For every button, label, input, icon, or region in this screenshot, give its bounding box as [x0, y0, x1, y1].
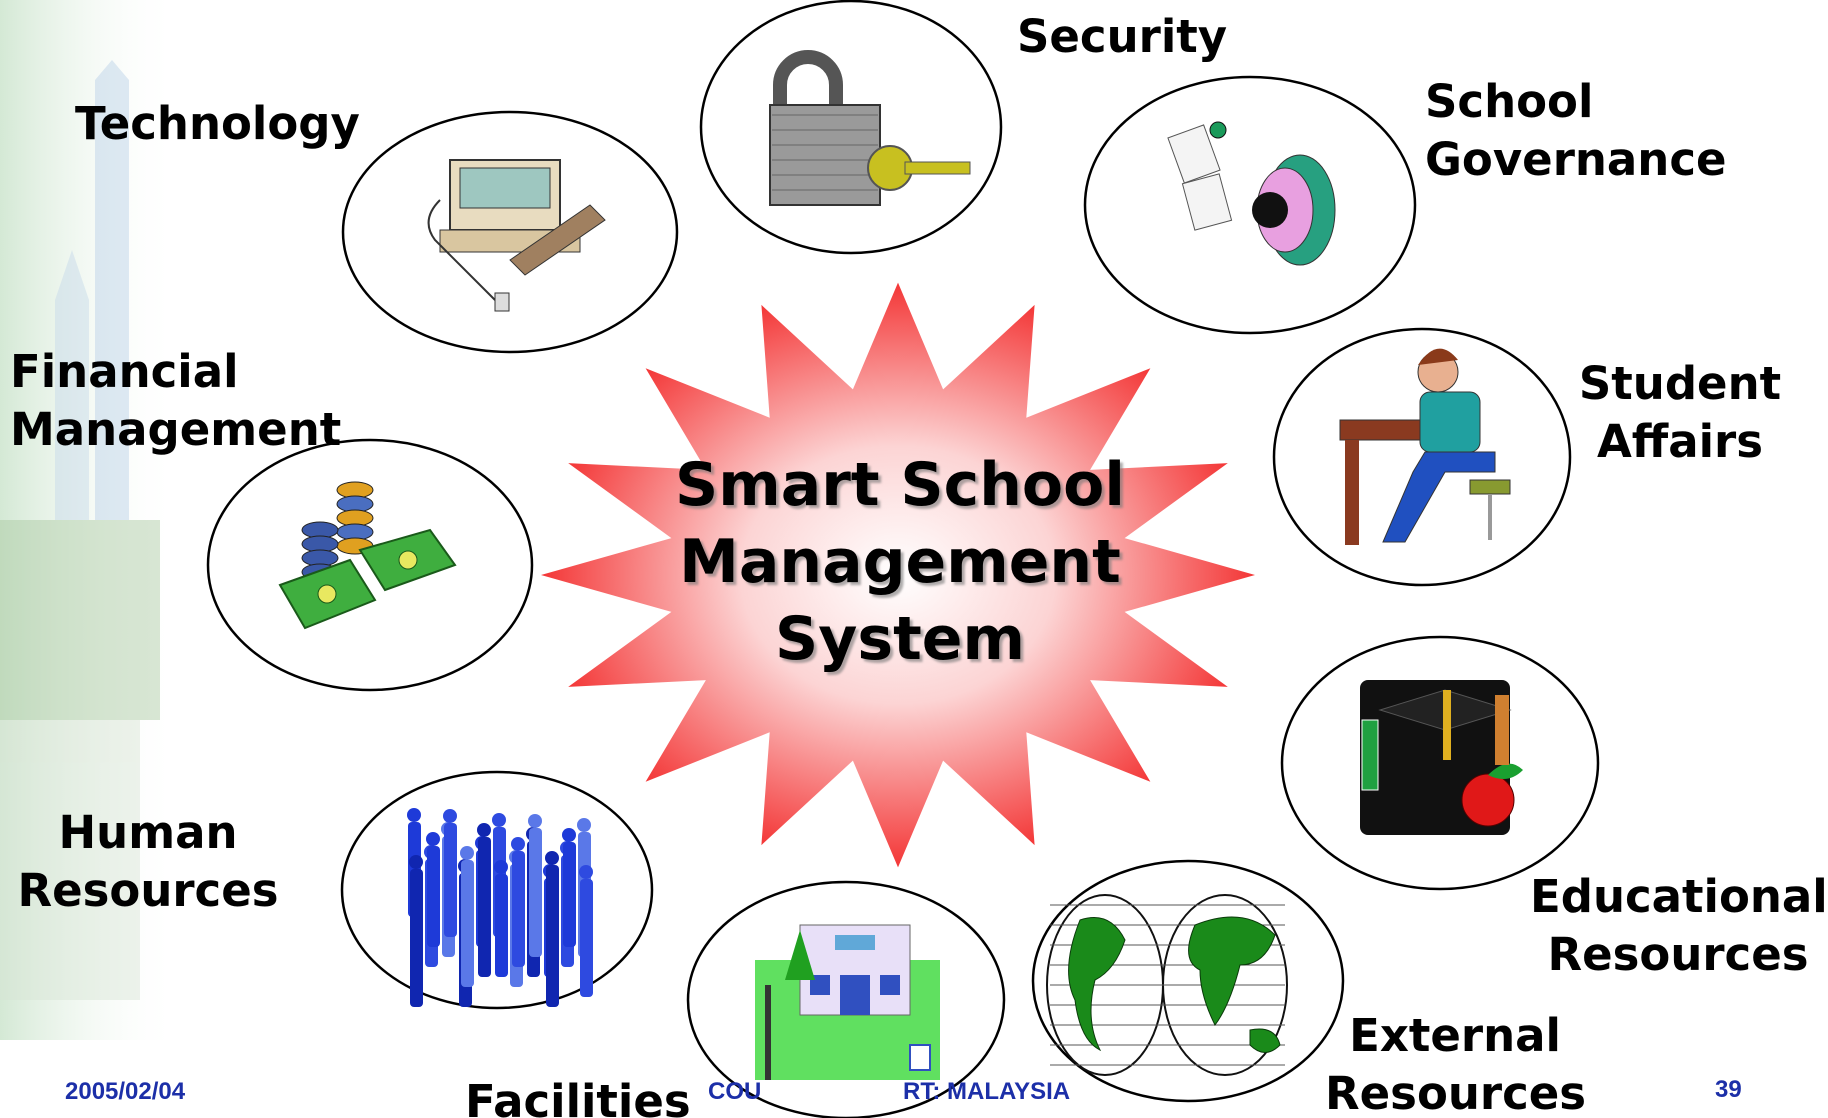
label-technology-text: Technology	[75, 97, 360, 150]
padlock-key-icon	[769, 50, 971, 206]
person-at-desk-topview-icon	[1167, 121, 1336, 266]
label-student-affairs-line-2: Affairs	[1596, 415, 1764, 468]
label-facilities-text: Facilities	[465, 1075, 691, 1118]
center-title-line-3: System	[775, 604, 1025, 674]
label-human-resources: Human Resources	[10, 804, 286, 920]
label-school-governance-line-1: School	[1425, 75, 1594, 128]
label-student-affairs: Student Affairs	[1570, 355, 1790, 471]
label-external-resources-line-2: Resources	[1325, 1067, 1587, 1118]
label-financial-management-line-1: Financial	[10, 345, 239, 398]
label-human-resources-line-2: Resources	[17, 864, 279, 917]
label-external-resources: External Resources	[1325, 1007, 1587, 1118]
label-facilities: Facilities	[465, 1073, 691, 1118]
graduation-cap-apple-icon	[1360, 680, 1523, 835]
footer-page-number: 39	[1715, 1076, 1742, 1103]
center-title-line-2: Management	[679, 527, 1121, 597]
footer-country-end: RT: MALAYSIA	[903, 1078, 1071, 1105]
label-financial-management: Financial Management	[10, 343, 341, 459]
label-financial-management-line-2: Management	[10, 403, 342, 456]
label-technology: Technology	[75, 95, 360, 153]
tower-silhouette	[0, 60, 160, 1000]
center-title-line-1: Smart School	[675, 450, 1125, 520]
label-student-affairs-line-1: Student	[1578, 357, 1782, 410]
center-title: Smart School Management System	[600, 447, 1200, 678]
label-human-resources-line-1: Human	[58, 806, 238, 859]
school-building-icon	[755, 924, 940, 1080]
world-map-icon	[1046, 894, 1288, 1076]
footer-date: 2005/02/04	[65, 1078, 186, 1105]
label-school-governance: School Governance	[1425, 73, 1727, 189]
label-educational-resources-line-1: Educational	[1530, 870, 1828, 923]
background-tint	[0, 0, 180, 1040]
money-coins-icon	[278, 481, 457, 630]
label-security-text: Security	[1017, 10, 1228, 63]
label-educational-resources: Educational Resources	[1530, 868, 1828, 984]
label-educational-resources-line-2: Resources	[1547, 928, 1809, 981]
label-external-resources-line-1: External	[1349, 1009, 1561, 1062]
crowd-people-icon	[407, 808, 593, 1007]
student-writing-icon	[1339, 348, 1511, 545]
footer-country-start: COU	[708, 1078, 762, 1105]
circle-school-governance	[1083, 75, 1417, 335]
label-school-governance-line-2: Governance	[1425, 133, 1727, 186]
computer-icon	[427, 159, 606, 312]
label-security: Security	[1017, 8, 1227, 66]
center-star	[541, 282, 1255, 868]
